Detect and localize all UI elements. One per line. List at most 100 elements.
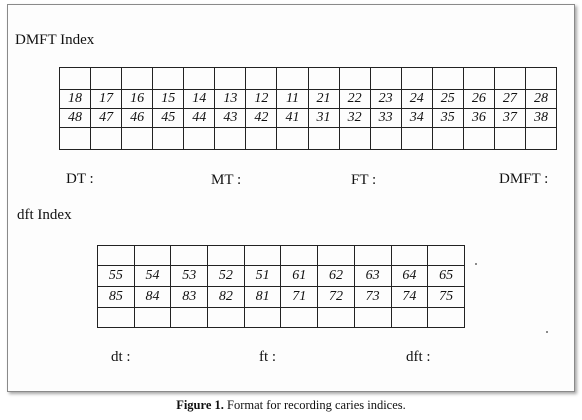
figure-frame — [7, 4, 575, 392]
dmft-mt-label: MT : — [211, 172, 242, 188]
blank-cell — [427, 307, 465, 328]
blank-cell — [183, 127, 216, 150]
blank-cell — [307, 127, 340, 150]
blank-cell — [462, 127, 495, 150]
tooth-number: 26 — [462, 89, 495, 109]
blank-cell — [369, 67, 402, 90]
tooth-number: 41 — [276, 108, 309, 128]
blank-cell — [317, 307, 355, 328]
tooth-number: 42 — [245, 108, 278, 128]
dft-title: dft Index — [17, 207, 72, 223]
tooth-number: 51 — [243, 265, 282, 287]
dft-bottom-blank-row — [97, 307, 465, 328]
tooth-number: 61 — [280, 265, 319, 287]
dmft-ft-label: FT : — [351, 172, 377, 188]
tooth-number: 72 — [317, 286, 355, 308]
tooth-number: 55 — [97, 265, 135, 287]
dmft-top-blank-row — [58, 67, 558, 90]
tooth-number: 82 — [207, 286, 245, 308]
tooth-number: 46 — [121, 108, 154, 128]
dmft-dt-label: DT : — [66, 171, 94, 187]
dmft-title: DMFT Index — [15, 32, 95, 48]
blank-cell — [207, 245, 245, 266]
tooth-number: 52 — [207, 265, 245, 287]
blank-cell — [152, 127, 185, 150]
dmft-lower-teeth-row: 48 47 46 45 44 43 42 41 31 32 33 34 35 3… — [58, 108, 558, 128]
blank-cell — [183, 67, 216, 90]
tooth-number: 74 — [390, 286, 429, 308]
tooth-number: 71 — [280, 286, 319, 308]
tooth-number: 47 — [90, 108, 123, 128]
blank-cell — [369, 127, 402, 150]
blank-cell — [307, 67, 340, 90]
tooth-number: 36 — [462, 108, 495, 128]
blank-cell — [276, 67, 309, 90]
dft-lower-teeth-row: 85 84 83 82 81 71 72 73 74 75 — [97, 286, 465, 308]
tooth-number: 64 — [390, 265, 429, 287]
caption-text: Format for recording caries indices. — [223, 398, 406, 412]
blank-cell — [245, 67, 278, 90]
dmft-bottom-blank-row — [58, 127, 558, 150]
dmft-upper-teeth-row: 18 17 16 15 14 13 12 11 21 22 23 24 25 2… — [58, 89, 558, 109]
dmft-grid: 18 17 16 15 14 13 12 11 21 22 23 24 25 2… — [58, 67, 558, 150]
tooth-number: 21 — [307, 89, 340, 109]
tooth-number: 44 — [183, 108, 216, 128]
tooth-number: 63 — [353, 265, 392, 287]
blank-cell — [276, 127, 309, 150]
blank-cell — [133, 307, 172, 328]
tooth-number: 22 — [338, 89, 371, 109]
blank-cell — [170, 245, 209, 266]
blank-cell — [152, 67, 185, 90]
blank-cell — [353, 307, 392, 328]
tooth-number: 17 — [90, 89, 123, 109]
tooth-number: 48 — [58, 108, 92, 128]
blank-cell — [97, 307, 135, 328]
dft-total-label: dft : — [406, 349, 431, 365]
blank-cell — [245, 127, 278, 150]
tooth-number: 14 — [183, 89, 216, 109]
tooth-number: 18 — [58, 89, 92, 109]
tooth-number: 37 — [493, 108, 526, 128]
tooth-number: 23 — [369, 89, 402, 109]
blank-cell — [427, 245, 465, 266]
tooth-number: 53 — [170, 265, 209, 287]
tooth-number: 83 — [170, 286, 209, 308]
tooth-number: 27 — [493, 89, 526, 109]
tooth-number: 31 — [307, 108, 340, 128]
tooth-number: 32 — [338, 108, 371, 128]
blank-cell — [170, 307, 209, 328]
blank-cell — [214, 67, 247, 90]
blank-cell — [338, 67, 371, 90]
blank-cell — [121, 127, 154, 150]
tooth-number: 38 — [524, 108, 558, 128]
blank-cell — [493, 67, 526, 90]
tooth-number: 33 — [369, 108, 402, 128]
blank-cell — [58, 127, 92, 150]
blank-cell — [493, 127, 526, 150]
tooth-number: 11 — [276, 89, 309, 109]
blank-cell — [431, 67, 464, 90]
tooth-number: 43 — [214, 108, 247, 128]
tooth-number: 25 — [431, 89, 464, 109]
dft-upper-teeth-row: 55 54 53 52 51 61 62 63 64 65 — [97, 265, 465, 287]
tooth-number: 75 — [427, 286, 465, 308]
tooth-number: 45 — [152, 108, 185, 128]
dft-top-blank-row — [97, 245, 465, 266]
tooth-number: 81 — [243, 286, 282, 308]
dft-dt-label: dt : — [111, 349, 131, 365]
tooth-number: 15 — [152, 89, 185, 109]
figure-caption: Figure 1. Format for recording caries in… — [0, 398, 582, 413]
tooth-number: 85 — [97, 286, 135, 308]
blank-cell — [400, 67, 433, 90]
tooth-number: 62 — [317, 265, 355, 287]
blank-cell — [390, 307, 429, 328]
blank-cell — [462, 67, 495, 90]
tooth-number: 73 — [353, 286, 392, 308]
blank-cell — [338, 127, 371, 150]
tooth-number: 34 — [400, 108, 433, 128]
blank-cell — [207, 307, 245, 328]
tooth-number: 84 — [133, 286, 172, 308]
blank-cell — [243, 245, 282, 266]
tooth-number: 65 — [427, 265, 465, 287]
blank-cell — [431, 127, 464, 150]
